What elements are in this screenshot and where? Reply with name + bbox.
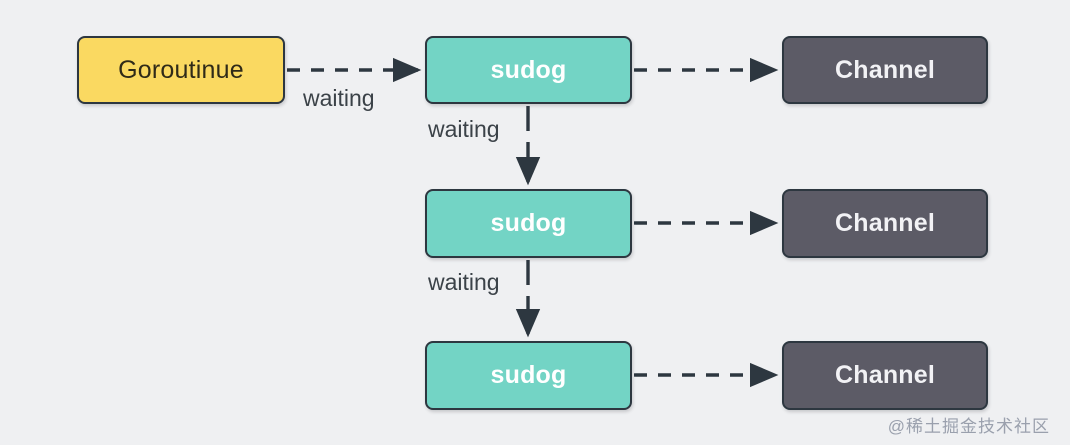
node-goroutine[interactable]: Goroutinue [77,36,285,104]
node-sudog-2[interactable]: sudog [425,189,632,258]
node-channel-2[interactable]: Channel [782,189,988,258]
node-sudog-2-label: sudog [490,209,567,237]
node-sudog-1-label: sudog [490,55,567,84]
node-channel-1[interactable]: Channel [782,36,988,104]
node-channel-2-label: Channel [834,209,936,237]
node-goroutine-label: Goroutinue [118,55,244,84]
edge-label-goroutine-waiting: waiting [303,85,375,111]
node-sudog-3-label: sudog [490,361,567,389]
watermark: @稀土掘金技术社区 [887,417,1050,436]
node-sudog-3[interactable]: sudog [425,341,632,410]
node-channel-3[interactable]: Channel [782,341,988,410]
node-channel-1-label: Channel [834,55,936,84]
edge-label-sudog-1-waiting: waiting [428,116,500,142]
node-channel-3-label: Channel [834,361,936,389]
edge-label-sudog-2-waiting: waiting [428,269,500,295]
node-sudog-1[interactable]: sudog [425,36,632,104]
